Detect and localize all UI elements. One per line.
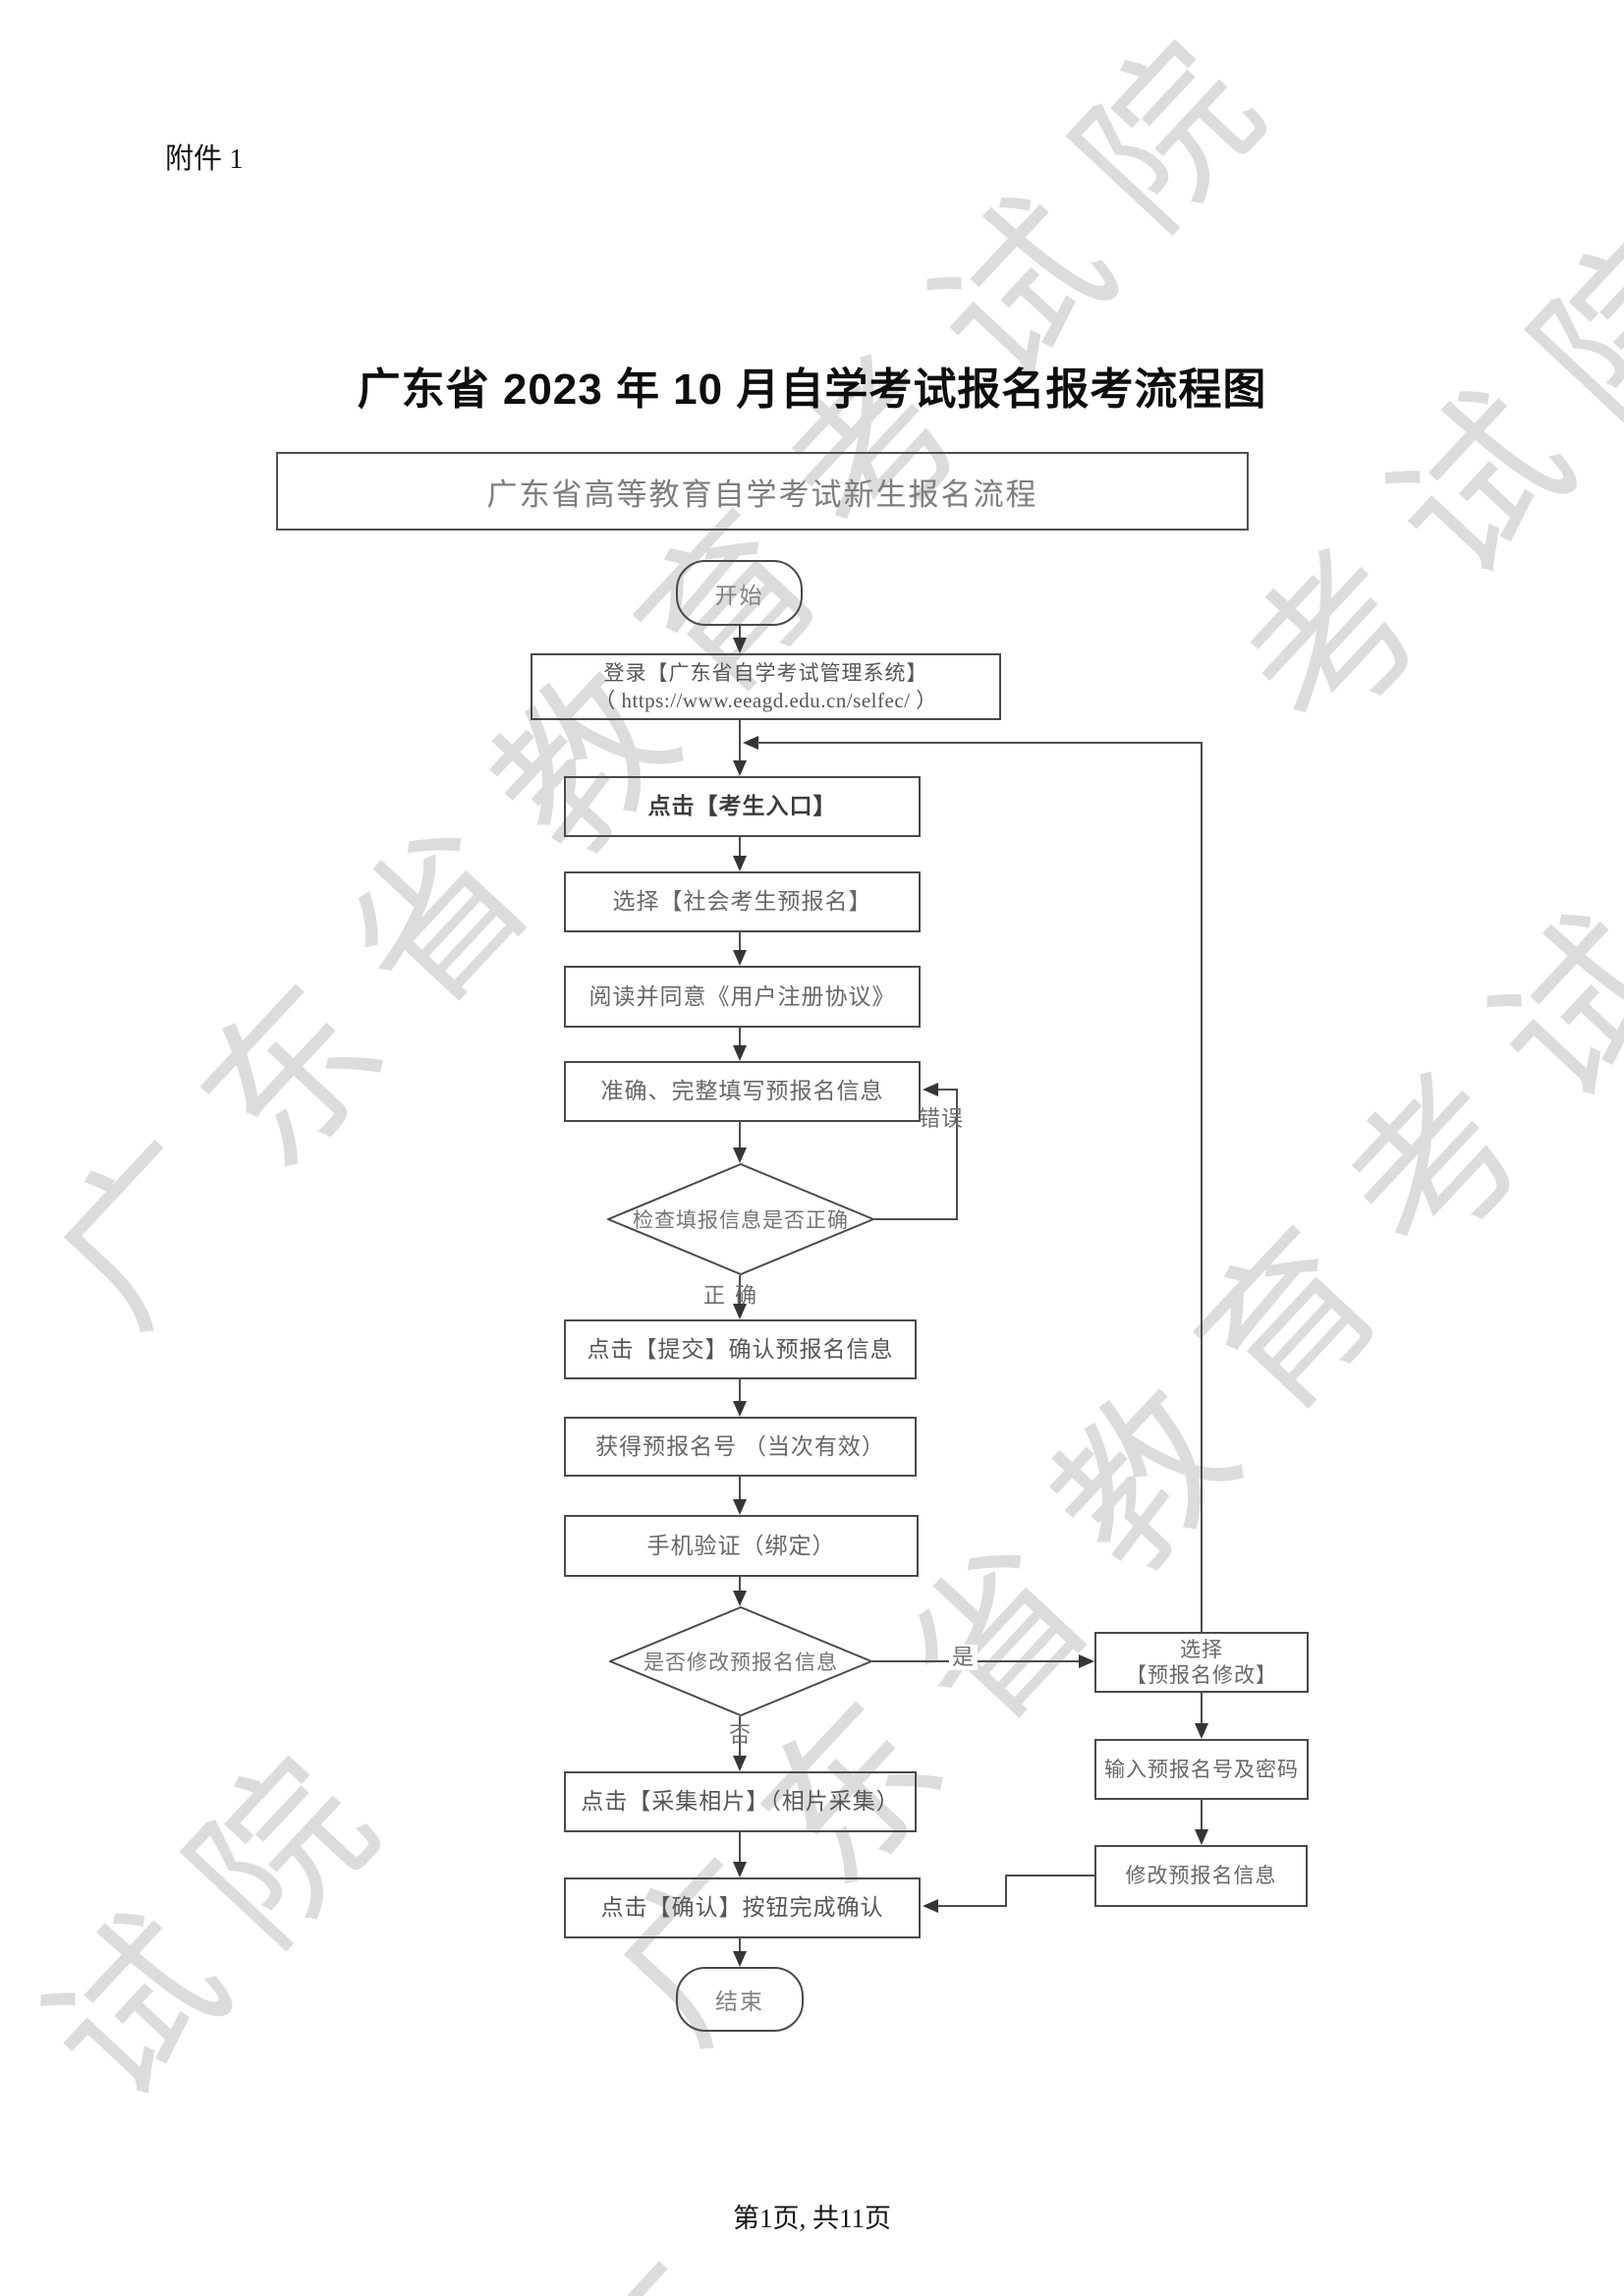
- node-login-system: 登录【广东省自学考试管理系统】 （ https://www.eeagd.edu.…: [531, 653, 1001, 720]
- connector-line: [739, 626, 741, 641]
- flowchart-header-box: 广东省高等教育自学考试新生报名流程: [276, 452, 1249, 531]
- connector-line: [874, 1218, 958, 1220]
- watermark-text: 考试院: [1211, 172, 1624, 769]
- node-final-confirm: 点击【确认】按钮完成确认: [564, 1877, 921, 1938]
- node-social-preregister: 选择【社会考生预报名】: [564, 871, 921, 932]
- decision-modify-info: 是否修改预报名信息: [609, 1606, 872, 1716]
- connector-line: [739, 1716, 741, 1758]
- connector-line: [1201, 1800, 1203, 1831]
- connector-line: [739, 1028, 741, 1047]
- arrowhead: [733, 1304, 747, 1319]
- arrowhead: [733, 1951, 747, 1967]
- node-modify-info: 修改预报名信息: [1094, 1845, 1308, 1907]
- attachment-label: 附件 1: [165, 143, 244, 175]
- connector-line: [936, 1089, 958, 1091]
- diamond-shape: [607, 1163, 874, 1275]
- arrowhead: [733, 950, 747, 966]
- branch-label-no: 否: [729, 1722, 753, 1747]
- node-choose-modify: 选择 【预报名修改】: [1094, 1632, 1309, 1693]
- arrowhead: [733, 1862, 747, 1877]
- node-login-url: （ https://www.eeagd.edu.cn/selfec/ ）: [594, 689, 937, 712]
- connector-line: [739, 1577, 741, 1593]
- arrowhead: [733, 1148, 747, 1163]
- arrowhead: [733, 638, 747, 653]
- branch-label-yes: 是: [949, 1645, 979, 1671]
- connector-line: [739, 1938, 741, 1953]
- arrowhead: [733, 1045, 747, 1061]
- connector-line: [936, 1905, 1007, 1907]
- branch-label-correct: 正确: [703, 1283, 767, 1308]
- node-end: 结束: [676, 1967, 804, 2032]
- connector-line: [739, 1379, 741, 1403]
- arrowhead: [1195, 1723, 1208, 1739]
- arrowhead: [923, 1899, 938, 1913]
- diamond-shape: [609, 1606, 872, 1716]
- node-collect-photo: 点击【采集相片】（相片采集）: [564, 1771, 917, 1832]
- arrowhead: [733, 1401, 747, 1417]
- connector-line: [1005, 1875, 1007, 1907]
- branch-label-error: 错误: [919, 1106, 965, 1131]
- node-enter-number-password: 输入预报名号及密码: [1094, 1739, 1309, 1800]
- node-choose-modify-line2: 【预报名修改】: [1126, 1663, 1277, 1687]
- connector-line: [1006, 1875, 1094, 1876]
- decision-check-info-label: 检查填报信息是否正确: [633, 1208, 849, 1232]
- connector-line: [739, 932, 741, 952]
- connector-line: [739, 720, 741, 762]
- page-number: 第1页, 共11页: [733, 2204, 891, 2233]
- arrowhead: [743, 736, 758, 750]
- arrowhead: [1079, 1654, 1094, 1668]
- arrowhead: [923, 1083, 938, 1096]
- connector-line: [756, 742, 1203, 744]
- watermark-text: 试院: [13, 1694, 441, 2135]
- connector-line: [739, 1122, 741, 1149]
- node-get-number: 获得预报名号 （当次有效）: [564, 1417, 917, 1477]
- arrowhead: [733, 760, 747, 776]
- decision-check-info: 检查填报信息是否正确: [607, 1163, 874, 1275]
- node-submit-confirm: 点击【提交】确认预报名信息: [564, 1319, 917, 1379]
- node-phone-verify: 手机验证（绑定）: [564, 1515, 919, 1577]
- node-start: 开始: [676, 560, 803, 626]
- connector-line: [956, 1090, 958, 1220]
- node-login-line1: 登录【广东省自学考试管理系统】: [603, 660, 928, 685]
- connector-line: [739, 1477, 741, 1501]
- node-user-agreement: 阅读并同意《用户注册协议》: [564, 966, 921, 1028]
- connector-line: [739, 1275, 741, 1306]
- page-title: 广东省 2023 年 10 月自学考试报名报考流程图: [357, 365, 1267, 414]
- connector-line: [1201, 1693, 1203, 1725]
- connector-line: [739, 837, 741, 858]
- node-fill-info: 准确、完整填写预报名信息: [564, 1061, 921, 1122]
- connector-line: [1201, 742, 1203, 1632]
- arrowhead: [733, 1591, 747, 1606]
- arrowhead: [733, 856, 747, 871]
- decision-modify-info-label: 是否修改预报名信息: [644, 1651, 838, 1674]
- node-choose-modify-line1: 选择: [1180, 1637, 1223, 1661]
- connector-line: [739, 1832, 741, 1862]
- node-candidate-entry: 点击【考生入口】: [564, 776, 921, 837]
- arrowhead: [1195, 1829, 1208, 1845]
- arrowhead: [733, 1499, 747, 1515]
- arrowhead: [733, 1756, 747, 1771]
